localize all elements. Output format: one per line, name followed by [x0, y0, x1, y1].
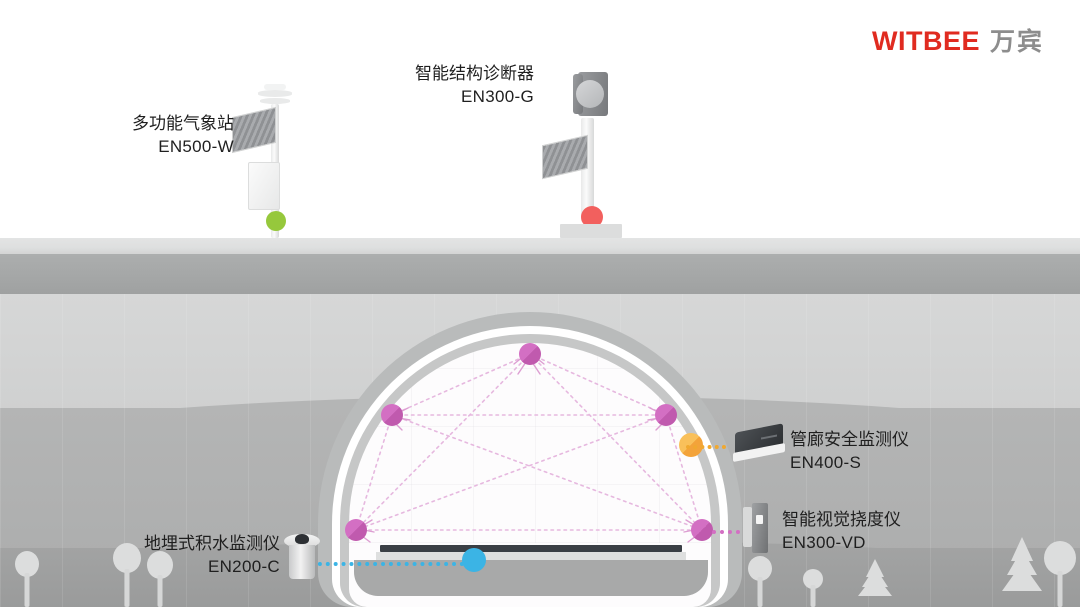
- tree-icon: [800, 565, 826, 607]
- label-en200c-model: EN200-C: [207, 557, 280, 577]
- sensor-mesh-links: [355, 353, 703, 543]
- device-en400s-corridor-safety-monitor[interactable]: [733, 423, 787, 466]
- weather-sensor-fin: [260, 98, 290, 104]
- label-en500w-model: EN500-W: [158, 137, 234, 157]
- brand-logo: WITBEE 万宾: [872, 22, 1044, 58]
- tree-icon: [746, 551, 774, 607]
- weather-sensor-fin: [258, 90, 292, 97]
- label-en200c-name: 地埋式积水监测仪: [144, 534, 280, 553]
- sensor-node-right-upper[interactable]: [655, 404, 677, 426]
- label-en300g-model: EN300-G: [461, 87, 534, 107]
- diagnoser-footing: [560, 224, 622, 238]
- en300vd-body: [752, 503, 768, 553]
- en300vd-lens-icon: [756, 515, 763, 524]
- tree-icon: [1043, 537, 1077, 607]
- weather-control-box: [248, 162, 280, 210]
- label-en400s: 管廊安全监测仪 EN400-S: [790, 428, 909, 475]
- tree-icon: [112, 537, 142, 607]
- label-en300g-name: 智能结构诊断器: [415, 64, 534, 83]
- diagnoser-lens-icon: [576, 80, 604, 108]
- label-en300vd: 智能视觉挠度仪 EN300-VD: [782, 508, 901, 555]
- label-en400s-model: EN400-S: [790, 453, 862, 473]
- connector-en300vd: [712, 530, 740, 534]
- label-en500w: 多功能气象站 EN500-W: [0, 112, 234, 159]
- tunnel-floor-shade: [376, 552, 686, 560]
- sensor-node-right-lower[interactable]: [691, 519, 713, 541]
- en200c-sensor-dome-icon: [295, 534, 309, 544]
- sky-background: [0, 0, 1080, 238]
- device-en500w-weather-station[interactable]: [232, 84, 308, 238]
- marker-en500w-basepoint: [266, 211, 286, 231]
- solar-panel-icon: [232, 106, 276, 154]
- conifer-tree-icon: [856, 541, 894, 607]
- tree-icon: [14, 545, 40, 607]
- device-en200c-water-monitor[interactable]: [284, 534, 320, 582]
- sensor-node-floor[interactable]: [462, 548, 486, 572]
- device-en300vd-visual-deflection-meter[interactable]: [743, 503, 773, 555]
- label-en400s-name: 管廊安全监测仪: [790, 430, 909, 449]
- sensor-node-crown[interactable]: [519, 343, 541, 365]
- brand-name-en: WITBEE: [871, 26, 980, 56]
- brand-name-cn: 万宾: [989, 28, 1044, 56]
- device-en300g-structure-diagnoser[interactable]: [540, 72, 610, 230]
- ground-surface: [0, 238, 1080, 254]
- tunnel-base-shadow: [354, 560, 708, 596]
- en200c-body: [289, 545, 315, 579]
- sensor-node-left-lower[interactable]: [345, 519, 367, 541]
- tunnel-floor-slab: [380, 545, 682, 552]
- conifer-tree-icon: [1000, 511, 1044, 607]
- label-en200c: 地埋式积水监测仪 EN200-C: [40, 532, 280, 579]
- label-en500w-name: 多功能气象站: [132, 114, 234, 133]
- connector-en400s: [686, 445, 726, 449]
- sensor-node-left-upper[interactable]: [381, 404, 403, 426]
- en300vd-mount: [743, 507, 752, 547]
- connector-en200c: [310, 562, 472, 566]
- label-en300vd-name: 智能视觉挠度仪: [782, 510, 901, 529]
- label-en300g: 智能结构诊断器 EN300-G: [300, 62, 534, 109]
- road-layer: [0, 254, 1080, 294]
- utility-tunnel: [318, 312, 742, 607]
- label-en300vd-model: EN300-VD: [782, 533, 866, 553]
- tree-icon: [145, 545, 175, 607]
- marker-en300g-basepoint: [581, 206, 603, 228]
- weather-sensor-head: [264, 84, 286, 90]
